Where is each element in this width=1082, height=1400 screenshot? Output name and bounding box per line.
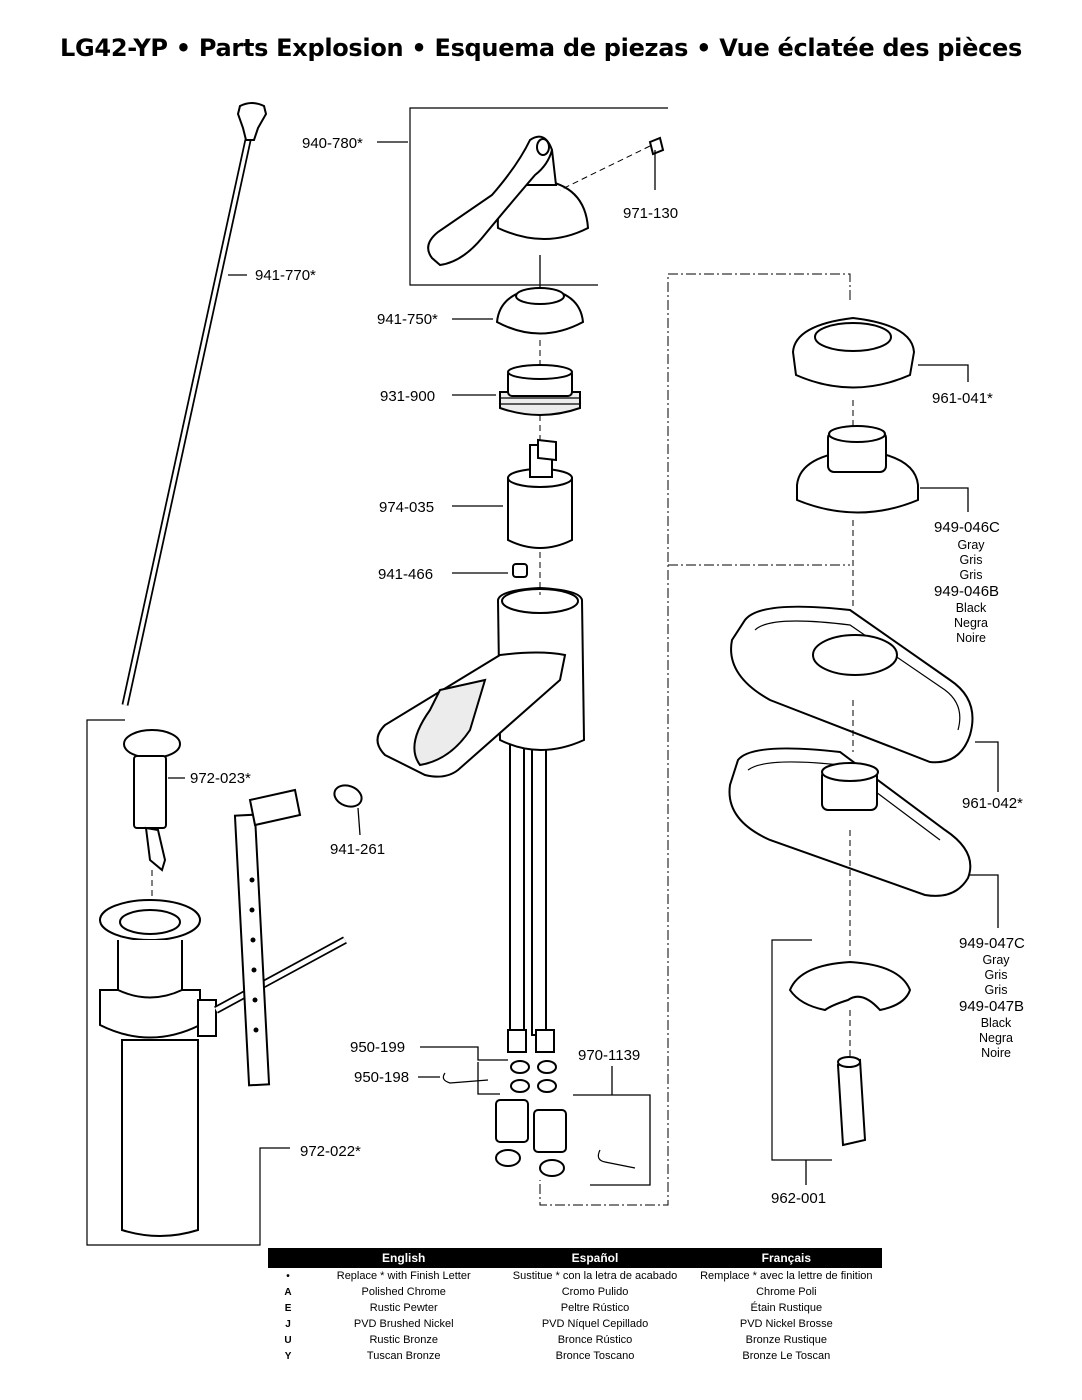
label-949-047C-gray-en: Gray [982, 953, 1010, 967]
faucet-body [376, 586, 586, 1053]
legend-row: J PVD Brushed Nickel PVD Níquel Cepillad… [268, 1316, 882, 1332]
legend-code: E [284, 1302, 292, 1314]
label-949-047B-black-fr: Noire [981, 1046, 1011, 1060]
legend-french: PVD Nickel Brosse [739, 1318, 833, 1330]
drain-stopper [123, 729, 181, 900]
label-931-900: 931-900 [380, 388, 435, 405]
label-972-022: 972-022* [300, 1143, 361, 1160]
mounting-hardware [788, 960, 912, 1147]
legend-row: A Polished Chrome Cromo Pulido Chrome Po… [268, 1284, 882, 1300]
legend-english: Rustic Pewter [369, 1302, 438, 1314]
label-949-046C: 949-046C [934, 519, 1000, 536]
legend-row: U Rustic Bronze Bronce Rústico Bronze Ru… [268, 1332, 882, 1348]
label-970-1139: 970-1139 [578, 1047, 640, 1064]
label-949-047B: 949-047B [959, 998, 1024, 1015]
label-949-046B-black-fr: Noire [956, 631, 986, 645]
legend-spanish: PVD Níquel Cepillado [541, 1318, 649, 1330]
label-941-750: 941-750* [377, 311, 438, 328]
legend-header-spanish: Español [499, 1248, 691, 1268]
label-949-047B-black-es: Negra [979, 1031, 1013, 1045]
mounting-adapter [796, 425, 919, 514]
legend-english: Polished Chrome [361, 1286, 446, 1298]
bonnet-cap [495, 286, 585, 335]
label-949-047B-black-en: Black [981, 1016, 1012, 1030]
legend-english: PVD Brushed Nickel [353, 1318, 454, 1330]
deck-gasket [728, 747, 972, 897]
retaining-nut [499, 364, 581, 416]
finish-legend-table: English Español Français • Replace * wit… [268, 1248, 882, 1364]
legend-code: • [286, 1270, 290, 1282]
label-941-770: 941-770* [255, 267, 316, 284]
legend-spanish: Bronce Rústico [557, 1334, 633, 1346]
legend-spanish: Peltre Rústico [560, 1302, 630, 1314]
legend-row: Y Tuscan Bronze Bronce Toscano Bronze Le… [268, 1348, 882, 1364]
legend-header-french: Français [690, 1248, 882, 1268]
legend-code: Y [284, 1350, 292, 1362]
hardware-bracket [771, 939, 832, 1161]
label-949-046C-gray-fr: Gris [960, 568, 983, 582]
legend-french: Bronze Le Toscan [742, 1350, 831, 1362]
escutcheon-clip [333, 784, 363, 808]
label-941-466: 941-466 [378, 566, 433, 583]
legend-header-code [268, 1248, 309, 1268]
legend-french: Chrome Poli [756, 1286, 817, 1298]
legend-spanish: Bronce Toscano [555, 1350, 635, 1362]
deck-plate [730, 605, 974, 764]
label-941-261: 941-261 [330, 841, 385, 858]
legend-english: Replace * with Finish Letter [336, 1270, 471, 1282]
handle-assembly [409, 107, 668, 286]
label-949-047C-gray-fr: Gris [985, 983, 1008, 997]
label-961-042: 961-042* [962, 795, 1023, 812]
label-949-046C-gray-es: Gris [960, 553, 983, 567]
label-962-001: 962-001 [771, 1190, 826, 1207]
label-971-130: 971-130 [623, 205, 678, 222]
label-974-035: 974-035 [379, 499, 434, 516]
legend-french: Remplace * avec la lettre de finition [700, 1270, 873, 1282]
label-949-046B: 949-046B [934, 583, 999, 600]
legend-header-english: English [308, 1248, 500, 1268]
label-949-046B-black-en: Black [956, 601, 987, 615]
legend-spanish: Cromo Pulido [561, 1286, 629, 1298]
cartridge [507, 438, 573, 549]
label-949-047C: 949-047C [959, 935, 1025, 952]
legend-code: J [285, 1318, 291, 1330]
label-950-199: 950-199 [350, 1039, 405, 1056]
legend-english: Tuscan Bronze [366, 1350, 441, 1362]
supply-washers [442, 1060, 636, 1177]
escutcheon-ring [791, 316, 916, 389]
label-949-047C-gray-es: Gris [985, 968, 1008, 982]
legend-row: • Replace * with Finish Letter Sustitue … [268, 1268, 882, 1284]
label-940-780: 940-780* [302, 135, 363, 152]
label-972-023: 972-023* [190, 770, 251, 787]
label-950-198: 950-198 [354, 1069, 409, 1086]
lift-rod [121, 102, 268, 706]
legend-english: Rustic Bronze [369, 1334, 438, 1346]
legend-code: U [284, 1334, 292, 1346]
legend-code: A [284, 1286, 292, 1298]
legend-spanish: Sustitue * con la letra de acabado [512, 1270, 678, 1282]
leader-lines [168, 141, 999, 1186]
o-ring [512, 563, 528, 578]
legend-header-row: English Español Français [268, 1248, 882, 1268]
label-961-041: 961-041* [932, 390, 993, 407]
drain-bracket [86, 719, 290, 1246]
baseplate-bracket [539, 273, 851, 1206]
label-949-046C-gray-en: Gray [957, 538, 985, 552]
legend-french: Bronze Rustique [745, 1334, 827, 1346]
legend-french: Étain Rustique [750, 1302, 823, 1314]
drain-body [99, 788, 347, 1237]
part-labels: 940-780* 971-130 941-770* 941-750* 931-9… [190, 135, 1025, 1207]
legend-row: E Rustic Pewter Peltre Rústico Étain Rus… [268, 1300, 882, 1316]
label-949-046B-black-es: Negra [954, 616, 988, 630]
page-title: LG42-YP • Parts Explosion • Esquema de p… [60, 34, 1022, 62]
